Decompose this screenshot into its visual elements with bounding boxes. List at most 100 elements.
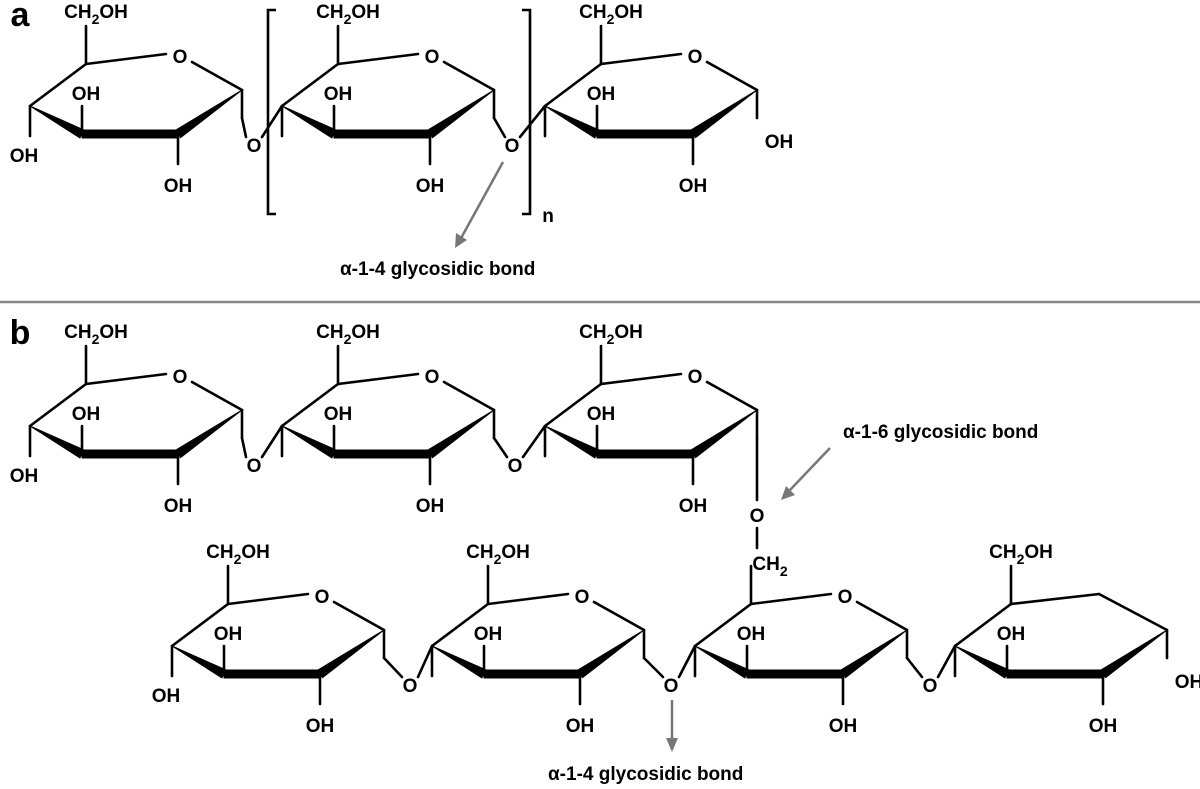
b-bottom-ring-4-bond-c4-c3 [954, 645, 1010, 679]
b-bottom-ring-4-bond-c3-c2 [1006, 669, 1104, 679]
a-ring-3-bond-c4-c5 [543, 62, 603, 108]
a-link-2-right [518, 104, 547, 139]
b-top-ring-1-ring-oxygen: O [173, 367, 188, 388]
b-top-ring-1-oh-c3: OH [72, 404, 101, 425]
b-top-ring-2-oh-c3: OH [324, 404, 353, 425]
b-top-ring-3-bond-c4-c5 [543, 382, 603, 428]
b-bottom-ring-2-bond-c3-c2 [483, 669, 581, 679]
a-repeat-bracket-right [522, 8, 532, 216]
b-bottom-ring-3-bond-c5-o [749, 592, 833, 606]
b-top-ring-2-bond-o-c1 [442, 380, 496, 412]
b-bottom-ring-2-bond-c4-c5 [430, 602, 490, 648]
a-ring-1-oh-c3: OH [72, 84, 101, 105]
b-chain-bond-annotation: α-1-4 glycosidic bond [548, 764, 743, 785]
a-ring-2-bond-c2-c1 [426, 89, 495, 139]
b-bottom-ring-1-bond-c2-c1 [316, 629, 385, 679]
b-bottom-bridge-oxygen-1: O [403, 676, 418, 697]
b-bottom-ring-3-oh-c3: OH [737, 624, 766, 645]
b-bottom-ring-4-oh-c2: OH [1089, 716, 1118, 737]
b-bottom-ring-4-bond-c4-c5 [953, 602, 1013, 648]
b-top-bridge-oxygen-1: O [247, 456, 262, 477]
b-bottom-link-1-left [382, 656, 404, 679]
b-bottom-ring-2-oh-c2: OH [566, 716, 595, 737]
a-ring-2-bond-o-c1 [442, 60, 496, 92]
b-top-ring-1-bond-o-c1 [190, 380, 244, 412]
a-ring-2-bond-c4-c3 [281, 105, 337, 139]
b-top-ring-3-oh-c2: OH [679, 496, 708, 517]
b-top-link-1-left [240, 436, 248, 459]
a-bridge-oxygen-1: O [247, 136, 262, 157]
b-bottom-link-1-right [416, 644, 434, 679]
b-bottom-ring-4-oh-c1: OH [1175, 672, 1200, 693]
b-top-ring-1-bond-c5-o [84, 372, 168, 386]
b-top-link-1-right [260, 424, 284, 459]
b-bottom-ring-2-bond-o-c1 [592, 600, 646, 632]
a-ring-3-bond-o-c1 [705, 60, 759, 92]
b-bottom-ring-4-ch2oh-label: CH2OH [989, 542, 1053, 567]
b-bottom-bridge-oxygen-3: O [923, 676, 938, 697]
b-bottom-ring-2-oh-c3: OH [474, 624, 503, 645]
a-ring-3-oh-c1: OH [765, 132, 794, 153]
a-ring-1-oh-c4: OH [10, 146, 39, 167]
b-top-ring-1-oh-c4: OH [10, 466, 39, 487]
b-branch-bond-arrow [789, 447, 831, 491]
b-bottom-link-2-left [642, 656, 665, 679]
b-bottom-ring-1-ch2oh-label: CH2OH [206, 542, 270, 567]
a-ring-1-bond-c2-c1 [174, 89, 243, 139]
b-bottom-ring-1-bond-c4-c5 [170, 602, 230, 648]
a-bridge-oxygen-2: O [505, 136, 520, 157]
b-top-ring-3-bond-c4-c3 [544, 425, 600, 459]
b-bottom-ring-2-bond-c5-o [486, 592, 570, 606]
a-ring-3-ch2oh-label: CH2OH [579, 2, 643, 27]
panel-a-label: a [11, 0, 31, 34]
b-bottom-link-3-left [905, 656, 924, 679]
a-ring-1-ring-oxygen: O [173, 47, 188, 68]
b-top-ring-1-oh-c2: OH [164, 496, 193, 517]
a-bond-arrow [458, 161, 505, 241]
b-top-ring-3-ring-oxygen: O [688, 367, 703, 388]
panel-b-label: b [10, 314, 31, 352]
a-ring-3-oh-c2: OH [679, 176, 708, 197]
b-bottom-ring-4-bond-c5-o [1009, 592, 1101, 606]
b-top-ring-3-oh-c3: OH [587, 404, 616, 425]
a-ring-2-bond-c4-c5 [280, 62, 340, 108]
a-ring-3-bond-c4-c3 [544, 105, 600, 139]
b-chain-bond-arrowhead [666, 738, 678, 752]
a-ring-3-ring-oxygen: O [688, 47, 703, 68]
b-top-ring-1-bond-c4-c3 [29, 425, 85, 459]
a-bond-annotation: α-1-4 glycosidic bond [340, 259, 535, 280]
b-bottom-ring-1-bond-c4-c3 [171, 645, 227, 679]
a-repeat-subscript: n [542, 206, 554, 227]
b-bottom-ring-4-bond-o-c1 [1097, 592, 1169, 632]
b-bottom-ring-1-ring-oxygen: O [315, 587, 330, 608]
b-top-ring-2-bond-c4-c3 [281, 425, 337, 459]
b-bottom-ring-1-oh-c2: OH [306, 716, 335, 737]
a-link-2-left [492, 116, 507, 139]
b-top-ring-2-bond-c2-c1 [426, 409, 495, 459]
b-top-ring-1-bond-c3-c2 [81, 449, 179, 459]
b-bottom-ring-3-ring-oxygen: O [838, 587, 853, 608]
b-bottom-ring-1-bond-o-c1 [332, 600, 386, 632]
b-top-ring-3-bond-c3-c2 [596, 449, 694, 459]
b-top-link-2-right [521, 424, 547, 459]
b-bottom-ring-2-bond-c2-c1 [576, 629, 645, 679]
a-ring-2-oh-c3: OH [324, 84, 353, 105]
b-top-ring-3-bond-c5-o [599, 372, 683, 386]
a-ring-3-bond-c3-c2 [596, 129, 694, 139]
b-top-ring-1-bond-c4-c5 [28, 382, 88, 428]
b-top-ring-3-bond-o-c1 [705, 380, 759, 412]
b-branch-bond-arrowhead [781, 486, 795, 500]
b-bottom-ring-2-bond-c4-c3 [431, 645, 487, 679]
a-ring-3-oh-c3: OH [587, 84, 616, 105]
b-bottom-ring-3-bond-c4-c5 [693, 602, 753, 648]
a-ring-3-bond-c5-o [599, 52, 683, 66]
b-bottom-ring-4-bond-c2-c1 [1099, 629, 1168, 679]
b-top-link-2-left [492, 436, 509, 459]
b-bottom-ring-2-ch2oh-label: CH2OH [466, 542, 530, 567]
b-top-ring-2-ch2oh-label: CH2OH [316, 322, 380, 347]
b-top-bridge-oxygen-2: O [508, 456, 523, 477]
b-bottom-ring-3-bond-c3-c2 [746, 669, 844, 679]
a-ring-2-ring-oxygen: O [425, 47, 440, 68]
b-top-ring-2-bond-c4-c5 [280, 382, 340, 428]
